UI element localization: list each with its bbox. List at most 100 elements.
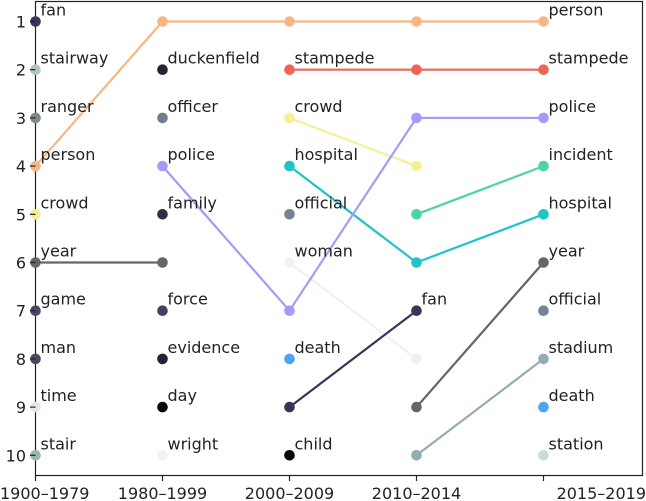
y-tick-label: 8 <box>16 350 26 369</box>
point-police <box>538 112 549 124</box>
point-wright <box>157 450 168 461</box>
series-line-police <box>161 165 291 312</box>
series-line-year <box>415 261 545 408</box>
y-tick-label: 3 <box>16 109 26 128</box>
point-label: family <box>168 193 217 212</box>
point-label: police <box>549 97 596 116</box>
point-label: stairway <box>41 49 109 68</box>
point-stadium <box>538 353 549 365</box>
x-tick-label: 1980–1999 <box>118 484 207 501</box>
point-woman <box>411 353 422 365</box>
series-lines <box>34 20 545 457</box>
y-tick-label: 5 <box>16 205 26 224</box>
point-year <box>411 401 422 413</box>
point-official <box>284 209 295 220</box>
point-hospital <box>538 209 549 220</box>
point-stampede <box>411 64 422 75</box>
point-labels: fanstairwayrangerpersoncrowdyeargamemant… <box>41 1 629 454</box>
point-label: hospital <box>295 145 358 164</box>
point-label: child <box>295 434 333 453</box>
point-officer <box>157 112 168 124</box>
point-label: game <box>41 290 86 309</box>
point-year <box>538 257 549 268</box>
point-police <box>284 305 295 317</box>
point-label: official <box>295 193 348 212</box>
point-label: person <box>41 145 96 164</box>
point-label: death <box>549 386 595 405</box>
point-label: crowd <box>295 97 343 116</box>
point-incident <box>411 209 422 220</box>
y-tick-label: 7 <box>16 302 26 321</box>
point-crowd <box>284 112 295 124</box>
x-tick-label: 1900–1979 <box>0 484 89 501</box>
point-label: person <box>549 1 604 20</box>
point-police <box>411 112 422 124</box>
point-child <box>284 450 295 461</box>
point-label: stampede <box>549 49 629 68</box>
point-label: stair <box>41 434 77 453</box>
point-label: day <box>168 386 197 405</box>
point-label: wright <box>168 434 219 453</box>
point-label: fan <box>41 1 67 20</box>
point-label: station <box>549 434 604 453</box>
point-station <box>538 450 549 461</box>
point-label: official <box>549 290 602 309</box>
point-label: officer <box>168 97 219 116</box>
point-hospital <box>284 160 295 172</box>
x-tick-label: 2010–2014 <box>372 484 461 501</box>
point-crowd <box>411 160 422 172</box>
point-person <box>284 16 295 27</box>
point-label: force <box>168 290 208 309</box>
point-duckenfield <box>157 64 168 75</box>
point-stampede <box>284 64 295 75</box>
point-hospital <box>411 257 422 268</box>
point-label: death <box>295 338 341 357</box>
x-tick-label: 2015–2019 <box>557 484 646 501</box>
series-line-incident <box>416 165 544 216</box>
point-label: police <box>168 145 215 164</box>
point-death <box>538 401 549 413</box>
point-label: incident <box>549 145 613 164</box>
point-person <box>538 16 549 27</box>
point-label: woman <box>295 242 353 261</box>
point-incident <box>538 160 549 172</box>
point-fan <box>411 305 422 317</box>
y-tick-label: 10 <box>6 446 26 465</box>
point-label: evidence <box>168 338 241 357</box>
point-evidence <box>157 353 168 365</box>
point-person <box>157 16 168 27</box>
series-line-hospital <box>416 213 544 264</box>
y-tick-label: 9 <box>16 398 26 417</box>
point-label: fan <box>422 290 448 309</box>
series-line-stadium <box>415 358 545 457</box>
y-axis: 1 2 3 4 5 6 7 8 9 10 <box>6 13 36 465</box>
point-stampede <box>538 64 549 75</box>
point-woman <box>284 257 295 268</box>
y-tick-label: 6 <box>16 254 26 273</box>
series-line-fan <box>288 309 418 408</box>
point-fan <box>284 401 295 413</box>
y-tick-label: 4 <box>16 157 26 176</box>
point-label: time <box>41 386 77 405</box>
point-year <box>157 257 168 268</box>
point-day <box>157 401 168 413</box>
x-tick-label: 2000–2009 <box>245 484 334 501</box>
point-label: crowd <box>41 193 89 212</box>
point-official <box>538 305 549 317</box>
point-police <box>157 160 168 172</box>
point-label: stampede <box>295 49 375 68</box>
series-line-person <box>34 20 164 167</box>
point-stadium <box>411 450 422 461</box>
x-axis: 1900–1979 1980–1999 2000–2009 2010–2014 2015… <box>0 475 646 501</box>
point-label: ranger <box>41 97 95 116</box>
point-death <box>284 353 295 365</box>
point-label: hospital <box>549 193 612 212</box>
point-force <box>157 305 168 317</box>
y-tick-label: 2 <box>16 61 26 80</box>
plot-frame <box>34 0 644 477</box>
point-label: year <box>549 242 585 261</box>
point-person <box>411 16 422 27</box>
y-tick-label: 1 <box>16 13 26 32</box>
series-line-crowd <box>289 116 417 168</box>
